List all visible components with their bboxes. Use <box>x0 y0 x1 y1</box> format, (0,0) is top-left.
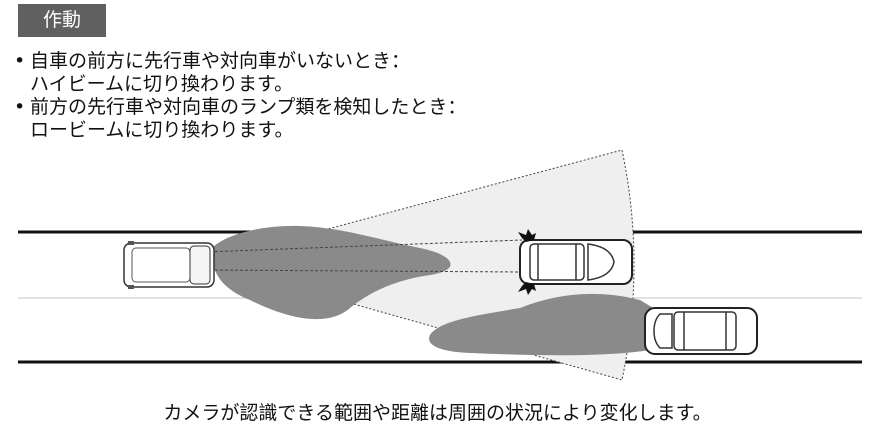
beam-line-upper <box>204 239 523 253</box>
bullet-2-condition: •前方の先行車や対向車のランプ類を検知したとき： <box>14 96 466 119</box>
tail-lamp-glow-top <box>518 229 536 242</box>
bullet-mark: • <box>14 50 26 72</box>
section-tag: 作動 <box>18 4 106 37</box>
oncoming-beam-shadow <box>429 293 660 356</box>
bullet-1-condition: •自車の前方に先行車や対向車がいないとき： <box>14 50 466 73</box>
tail-lamp-glow-bottom <box>518 282 536 295</box>
bullet-mark: • <box>14 96 26 118</box>
own-vehicle <box>123 241 215 289</box>
headlight-diagram <box>18 149 862 381</box>
bullet-list: •自車の前方に先行車や対向車がいないとき： ハイビームに切り換わります。 •前方… <box>14 50 466 142</box>
bullet-2-result: ロービームに切り換わります。 <box>30 119 294 141</box>
bullet-1-result: ハイビームに切り換わります。 <box>30 73 294 95</box>
beam-line-lower <box>204 269 523 273</box>
preceding-vehicle <box>519 239 633 285</box>
bullet-2-condition-text: 前方の先行車や対向車のランプ類を検知したとき： <box>30 96 467 118</box>
diagram-caption: カメラが認識できる範囲や距離は周囲の状況により変化します。 <box>163 402 712 424</box>
oncoming-vehicle <box>644 307 758 355</box>
bullet-1-condition-text: 自車の前方に先行車や対向車がいないとき： <box>30 50 411 72</box>
